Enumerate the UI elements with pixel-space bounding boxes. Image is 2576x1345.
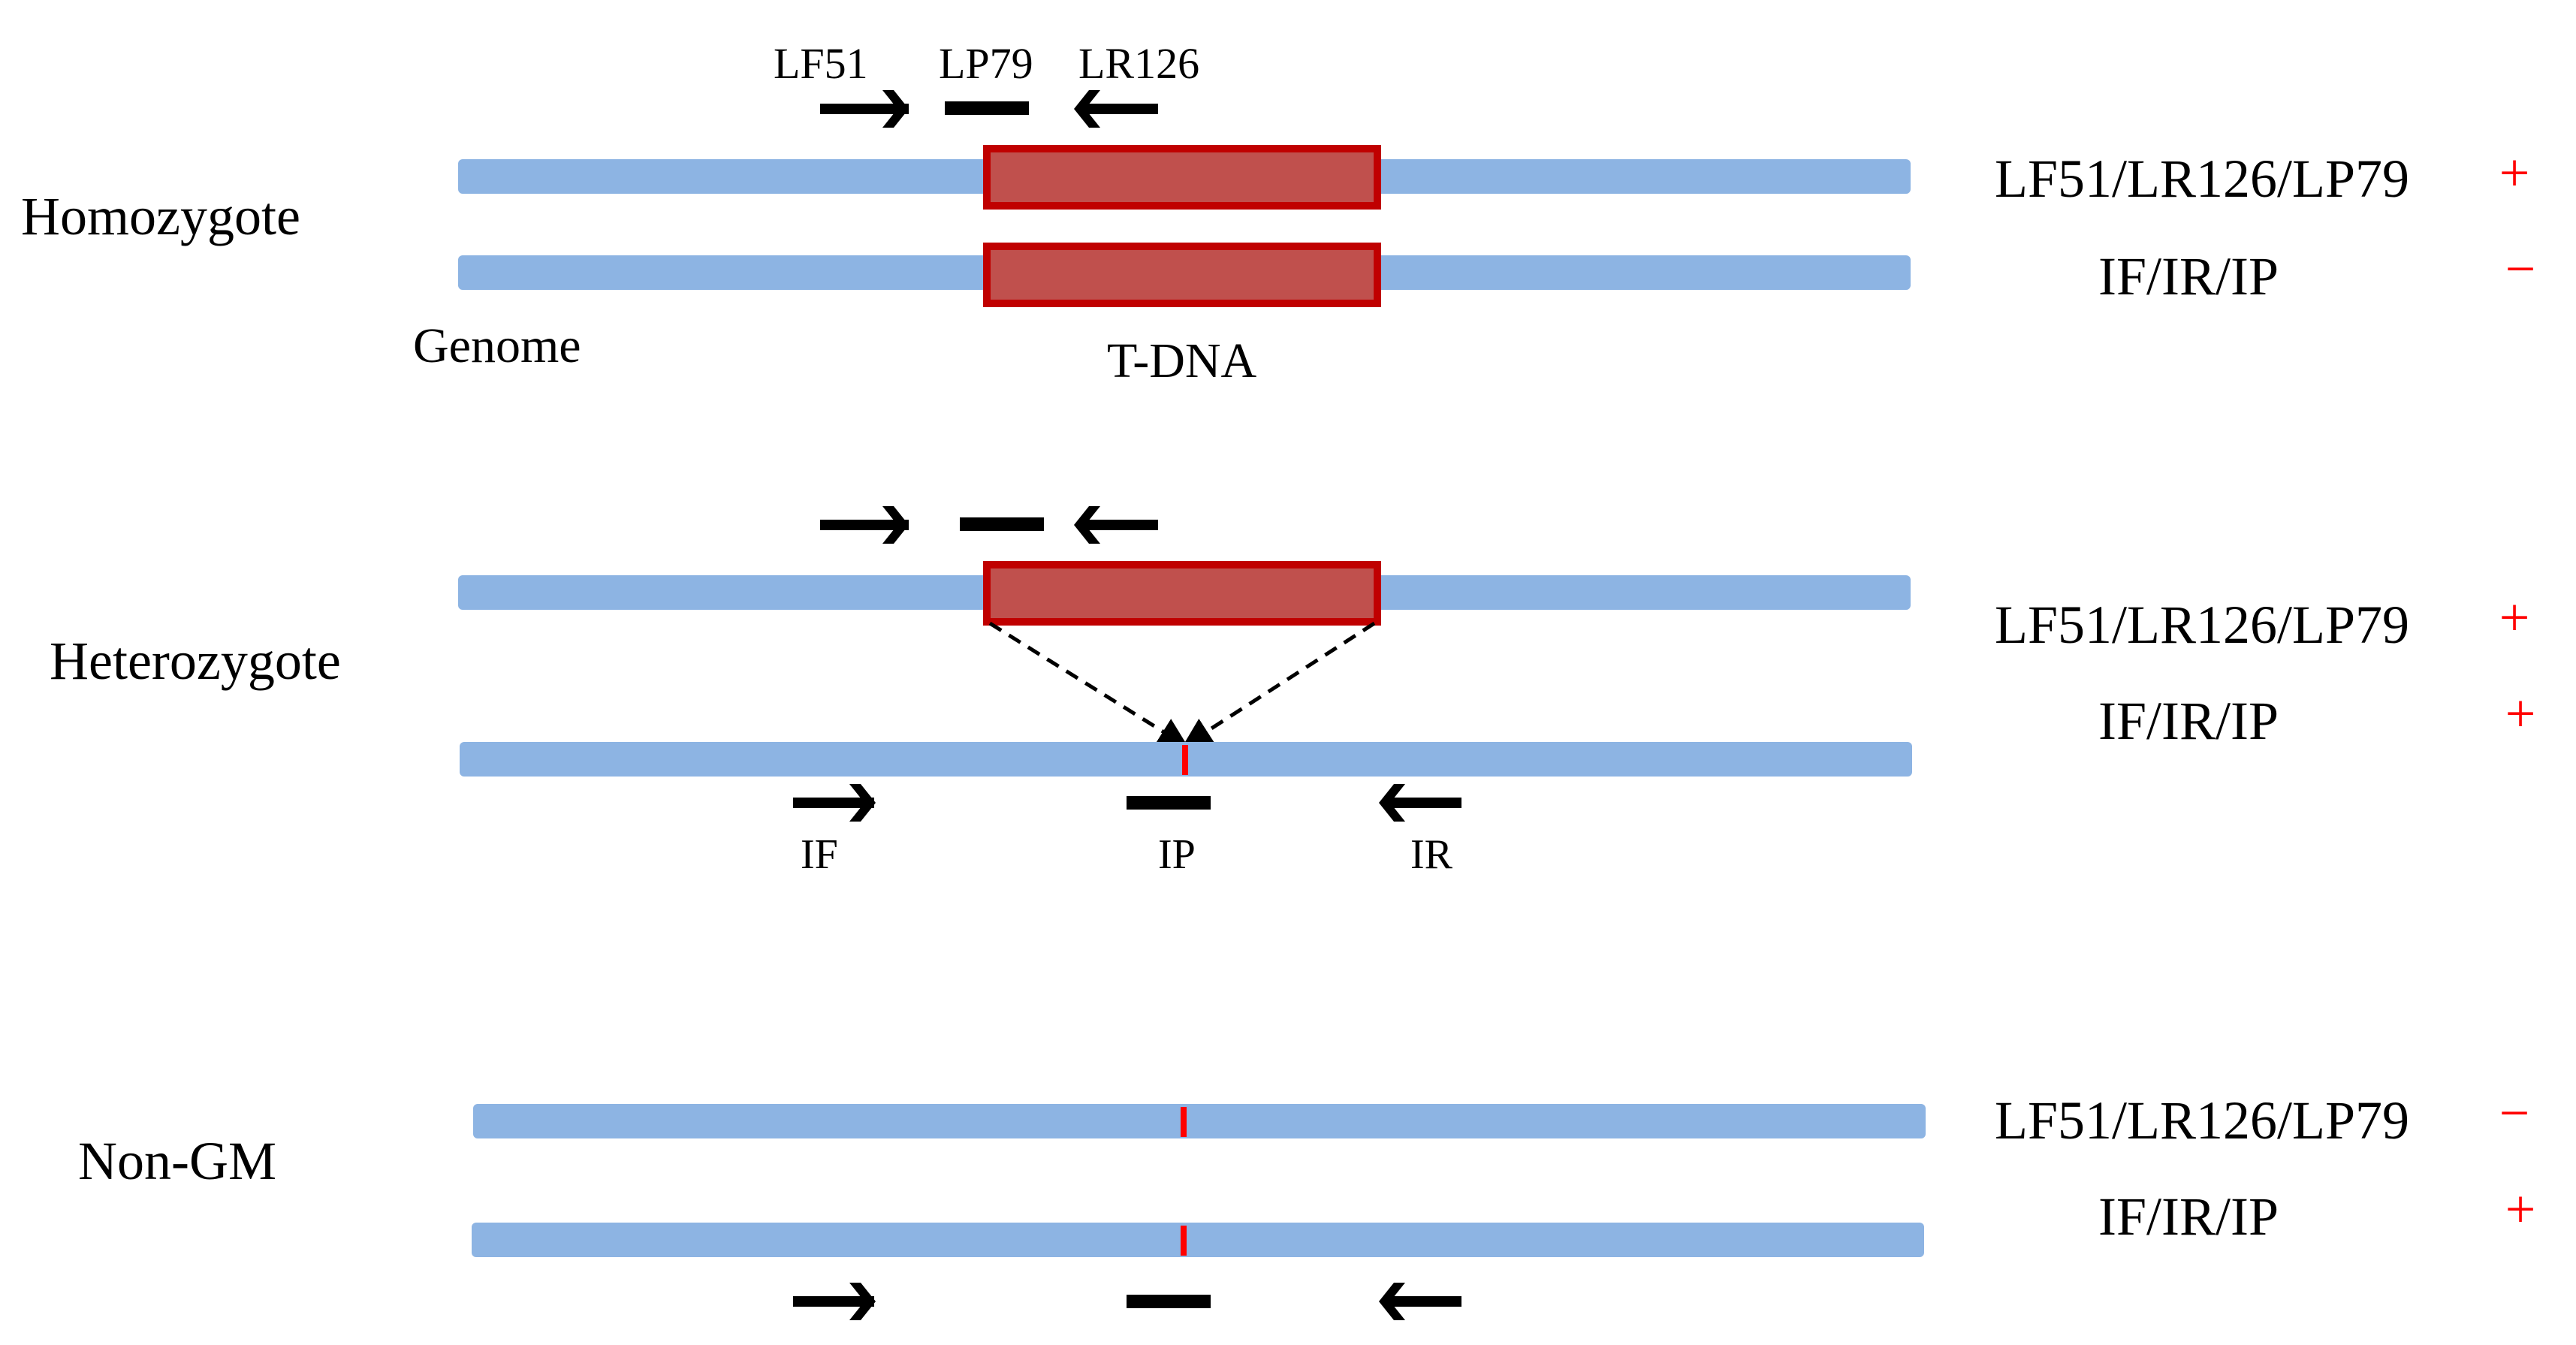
primer-label-ir: IR bbox=[1410, 831, 1453, 878]
primer-lp79-probe-het bbox=[960, 517, 1044, 531]
primer-ir-arrow bbox=[1379, 784, 1461, 822]
chromosome-nongm-1 bbox=[473, 1104, 1926, 1138]
primer-label-ip: IP bbox=[1158, 831, 1196, 878]
primer-label-lp79: LP79 bbox=[939, 39, 1033, 88]
insertion-site-mark-nongm-2 bbox=[1181, 1226, 1187, 1256]
result-assay-nongm-lf: LF51/LR126/LP79 bbox=[1995, 1090, 2409, 1150]
result-assay-heterozygote-if: IF/IR/IP bbox=[2098, 691, 2279, 751]
primer-label-lr126: LR126 bbox=[1078, 39, 1199, 88]
primer-lp79-probe bbox=[945, 101, 1029, 115]
result-symbol-nongm-if: + bbox=[2505, 1179, 2536, 1239]
result-symbol-heterozygote-lf: + bbox=[2499, 587, 2530, 647]
row-label-homozygote: Homozygote bbox=[21, 186, 300, 246]
insertion-site-mark-het bbox=[1182, 745, 1188, 775]
tdna-insert-heterozygote bbox=[983, 561, 1381, 626]
primer-ir-arrow-nongm bbox=[1379, 1283, 1461, 1320]
primer-ip-probe-nongm bbox=[1127, 1295, 1211, 1308]
homozygote-section: Homozygote LF51 LP79 LR126 Genome T-DNA … bbox=[21, 39, 2535, 388]
row-label-heterozygote: Heterozygote bbox=[50, 631, 341, 691]
tdna-insert-homozygote-1 bbox=[983, 145, 1381, 210]
primer-label-lf51: LF51 bbox=[774, 39, 868, 88]
tdna-label: T-DNA bbox=[1107, 333, 1257, 388]
result-assay-homozygote-if: IF/IR/IP bbox=[2098, 246, 2279, 306]
row-label-nongm: Non-GM bbox=[78, 1131, 276, 1191]
result-symbol-heterozygote-if: + bbox=[2505, 683, 2536, 743]
tdna-insert-homozygote-2 bbox=[983, 243, 1381, 307]
dashed-insertion-line-right bbox=[1181, 621, 1376, 748]
primer-lf51-arrow-het bbox=[820, 506, 909, 544]
primer-lr126-arrow-het bbox=[1074, 506, 1158, 544]
result-assay-nongm-if: IF/IR/IP bbox=[2098, 1187, 2279, 1247]
result-assay-homozygote-lf: LF51/LR126/LP79 bbox=[1995, 149, 2409, 209]
genome-label: Genome bbox=[413, 318, 581, 373]
primer-if-arrow bbox=[793, 784, 876, 822]
result-symbol-homozygote-lf: + bbox=[2499, 143, 2530, 203]
primer-ip-probe bbox=[1127, 796, 1211, 810]
result-assay-heterozygote-lf: LF51/LR126/LP79 bbox=[1995, 595, 2409, 655]
primer-if-arrow-nongm bbox=[793, 1283, 876, 1320]
primer-lr126-arrow bbox=[1074, 90, 1158, 128]
insertion-site-mark-nongm-1 bbox=[1181, 1107, 1187, 1137]
heterozygote-section: Heterozygote IF IP IR bbox=[50, 506, 2535, 878]
dashed-insertion-line-left bbox=[988, 621, 1189, 748]
primer-lf51-arrow bbox=[820, 90, 909, 128]
primer-label-if: IF bbox=[801, 831, 838, 878]
result-symbol-homozygote-if: − bbox=[2505, 239, 2536, 299]
result-symbol-nongm-lf: − bbox=[2499, 1083, 2530, 1143]
nongm-section: Non-GM LF51/LR126/LP79 − IF/IR/IP + bbox=[78, 1083, 2535, 1320]
chromosome-nongm-2 bbox=[472, 1223, 1924, 1257]
